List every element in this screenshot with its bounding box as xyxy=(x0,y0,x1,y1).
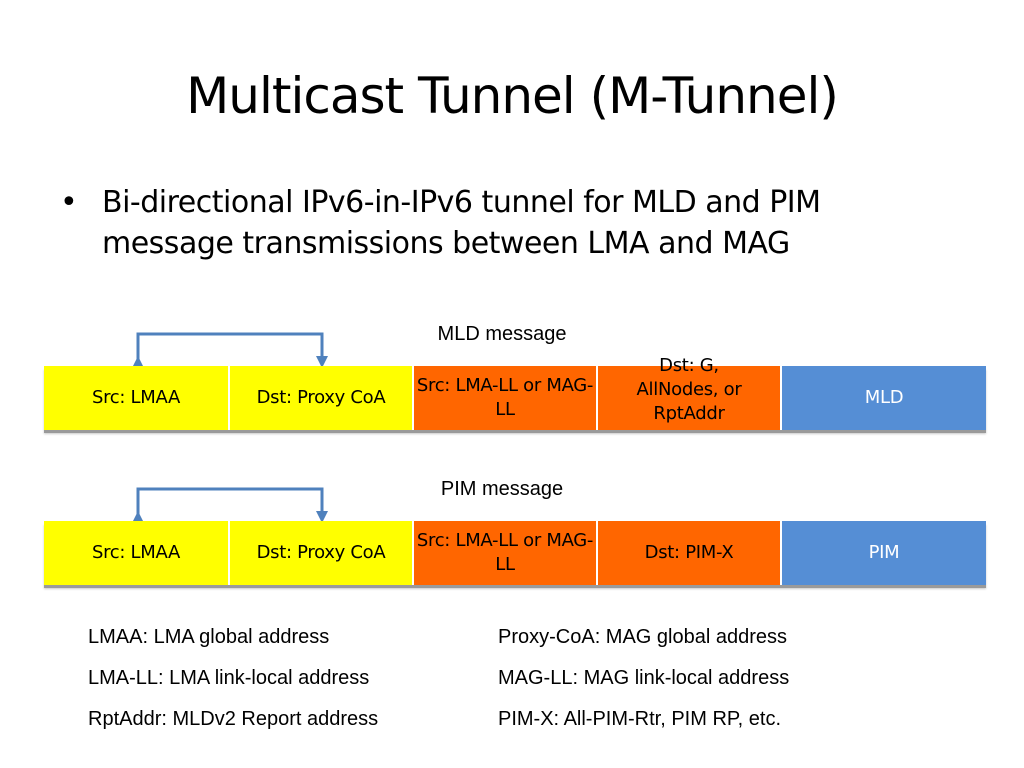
pim-field-src: Src: LMAA xyxy=(44,521,230,585)
mld-message-label: MLD message xyxy=(437,323,567,345)
pim-field-inner-dst: Dst: PIM-X xyxy=(598,521,782,585)
mld-packet: Src: LMAA Dst: Proxy CoA Src: LMA-LL or … xyxy=(44,355,986,430)
legend-item: RptAddr: MLDv2 Report address xyxy=(88,708,379,730)
mld-bidirectional-arrow xyxy=(132,332,328,368)
legend-item: MAG-LL: MAG link-local address xyxy=(498,667,790,689)
mld-field-inner-src: Src: LMA-LL or MAG-LL xyxy=(414,366,598,430)
legend-item: PIM-X: All-PIM-Rtr, PIM RP, etc. xyxy=(498,708,782,730)
mld-field-inner-dst-text: Dst: G, AllNodes, or RptAddr xyxy=(636,355,742,424)
pim-field-inner-src: Src: LMA-LL or MAG-LL xyxy=(414,521,598,585)
bullet-dot-icon: • xyxy=(60,185,78,220)
bullet-item: • Bi-directional IPv6-in-IPv6 tunnel for… xyxy=(60,182,960,264)
legend-right: Proxy-CoA: MAG global address MAG-LL: MA… xyxy=(498,617,789,740)
mld-field-src: Src: LMAA xyxy=(44,366,230,430)
legend-item: LMA-LL: LMA link-local address xyxy=(88,667,370,689)
pim-message-label: PIM message xyxy=(440,478,564,500)
legend-item: Proxy-CoA: MAG global address xyxy=(498,626,788,648)
slide-title: Multicast Tunnel (M-Tunnel) xyxy=(186,67,839,125)
pim-packet: Src: LMAA Dst: Proxy CoA Src: LMA-LL or … xyxy=(44,521,986,585)
pim-field-dst: Dst: Proxy CoA xyxy=(230,521,414,585)
mld-field-payload: MLD xyxy=(782,366,986,430)
mld-field-dst: Dst: Proxy CoA xyxy=(230,366,414,430)
pim-field-payload: PIM xyxy=(782,521,986,585)
legend-item: LMAA: LMA global address xyxy=(88,626,330,648)
bullet-text: Bi-directional IPv6-in-IPv6 tunnel for M… xyxy=(102,185,821,261)
legend-left: LMAA: LMA global address LMA-LL: LMA lin… xyxy=(88,617,378,740)
mld-field-inner-dst: Dst: G, AllNodes, or RptAddr xyxy=(598,355,782,430)
pim-bidirectional-arrow xyxy=(132,487,328,523)
